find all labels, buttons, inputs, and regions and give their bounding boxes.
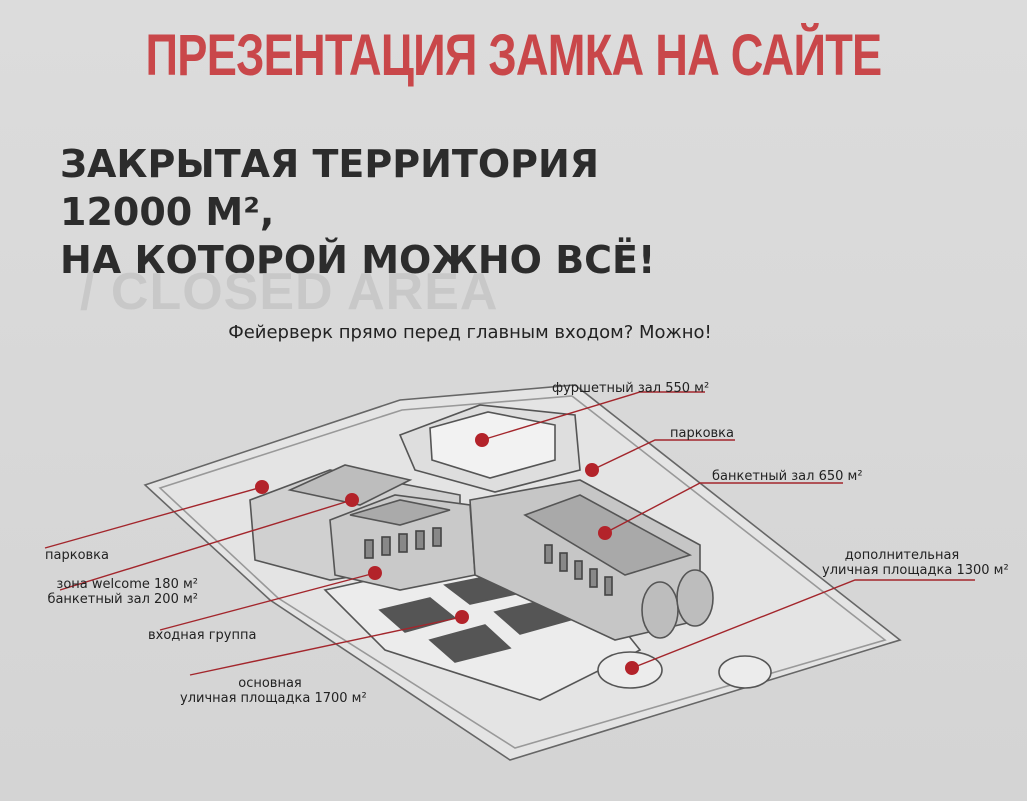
label-welcome: зона welcome 180 м² — [56, 577, 198, 592]
label-parking-left: парковка — [45, 548, 110, 563]
marker-main — [455, 610, 469, 624]
label-extra-line-1: дополнительная — [844, 548, 960, 563]
tower-1 — [641, 581, 679, 639]
leader-extra — [631, 579, 975, 669]
marker-entrance — [368, 566, 382, 580]
leader-buffet — [481, 391, 705, 441]
leader-main — [189, 616, 463, 676]
marker-banquet650 — [598, 526, 612, 540]
leader-parking-left — [44, 486, 263, 549]
fountain-circle — [718, 655, 772, 689]
label-buffet-hall: фуршетный зал 550 м² — [552, 381, 710, 396]
label-entrance: входная группа — [148, 628, 257, 643]
label-main-line-1: основная — [238, 676, 302, 691]
headline-line-1: ЗАКРЫТАЯ ТЕРРИТОРИЯ — [60, 142, 600, 186]
tower-2 — [676, 569, 714, 627]
label-banquet-650: банкетный зал 650 м² — [712, 469, 863, 484]
headline-line-3: НА КОТОРОЙ МОЖНО ВСЁ! — [60, 238, 656, 282]
leader-banquet650 — [604, 482, 843, 534]
label-main-area: основная уличная площадка 1700 м² — [180, 676, 367, 706]
label-extra-line-2: уличная площадка 1300 м² — [822, 563, 1009, 578]
marker-welcome — [345, 493, 359, 507]
marker-extra — [625, 661, 639, 675]
label-parking-right: парковка — [670, 426, 735, 441]
page-title: ПРЕЗЕНТАЦИЯ ЗАМКА НА САЙТЕ — [145, 23, 883, 88]
headline: ЗАКРЫТАЯ ТЕРРИТОРИЯ 12000 М², НА КОТОРОЙ… — [60, 140, 655, 284]
closed-area-watermark: / CLOSED AREA — [80, 263, 499, 321]
label-welcome-zone: зона welcome 180 м² банкетный зал 200 м² — [30, 577, 198, 607]
marker-parking-right — [585, 463, 599, 477]
label-extra-area: дополнительная уличная площадка 1300 м² — [822, 548, 1009, 578]
label-main-line-2: уличная площадка 1700 м² — [180, 691, 367, 706]
headline-line-2: 12000 М², — [60, 190, 275, 234]
leader-welcome — [59, 499, 353, 591]
label-banquet-200: банкетный зал 200 м² — [47, 592, 198, 607]
leader-entrance — [159, 572, 376, 631]
marker-parking-left — [255, 480, 269, 494]
marker-buffet — [475, 433, 489, 447]
lawn-3 — [428, 624, 512, 663]
subtitle: Фейерверк прямо перед главным входом? Мо… — [228, 322, 712, 343]
leader-parking-right — [591, 439, 735, 471]
